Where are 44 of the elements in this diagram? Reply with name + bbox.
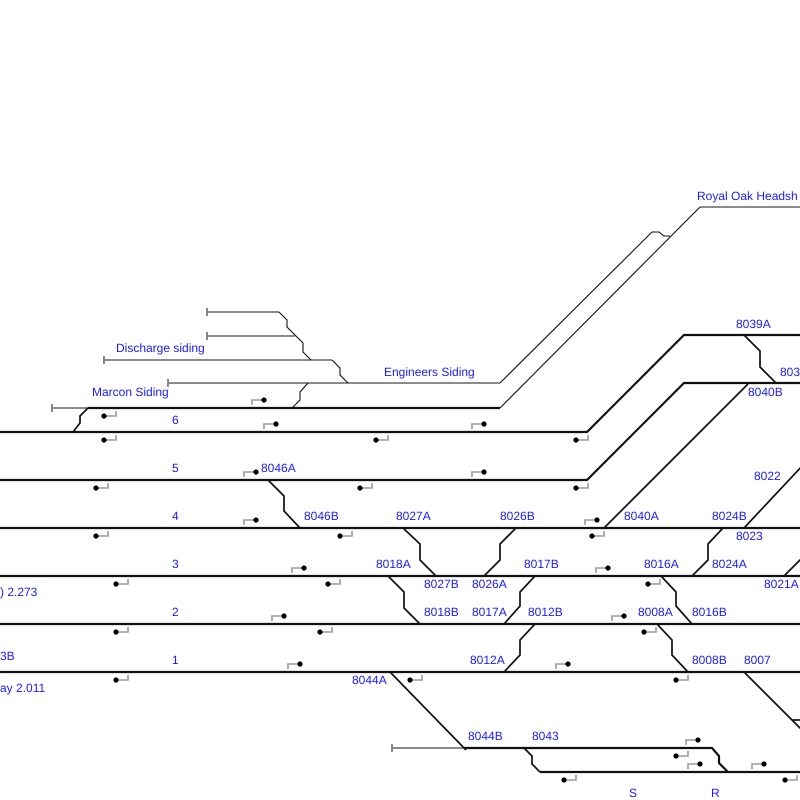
point-number: 8016A: [644, 557, 679, 571]
point-number: 8024A: [712, 557, 747, 571]
point-number: 8012B: [528, 605, 563, 619]
point-number: 8023: [736, 529, 763, 543]
point-number: 8026B: [500, 509, 535, 523]
point-number: 8044B: [468, 729, 503, 743]
point-number: 8017B: [524, 557, 559, 571]
point-number: 8043: [532, 729, 559, 743]
point-number: 8016B: [692, 605, 727, 619]
point-number: 8012A: [470, 653, 505, 667]
point-number: 8044A: [352, 673, 387, 687]
point-number: 8008A: [638, 605, 673, 619]
point-number: 3B: [0, 649, 15, 663]
siding-name: Royal Oak Headsh: [697, 189, 798, 203]
point-number: 8022: [754, 469, 781, 483]
point-number: 8024B: [712, 509, 747, 523]
point-number: 8008B: [692, 653, 727, 667]
point-number: 8007: [744, 653, 771, 667]
point-number: 8017A: [472, 605, 507, 619]
point-number: 8021A: [764, 577, 799, 591]
label-text: S: [629, 786, 638, 800]
track-number: 3: [172, 557, 179, 571]
point-number: 8027B: [424, 577, 459, 591]
track-number: 2: [172, 605, 179, 619]
track-number: 6: [172, 413, 179, 427]
track-number: 4: [172, 509, 179, 523]
point-number: 8046B: [304, 509, 339, 523]
track-number: 5: [172, 461, 179, 475]
point-number: 8040A: [624, 509, 659, 523]
siding-name: Engineers Siding: [384, 365, 475, 379]
point-number: 8026A: [472, 577, 507, 591]
siding-name: Marcon Siding: [92, 385, 169, 399]
mileage-text: ) 2.273: [0, 585, 38, 599]
point-number: 8046A: [261, 461, 296, 475]
point-number: 8040B: [748, 385, 783, 399]
point-number: 8018A: [376, 557, 411, 571]
point-number: 8039A: [736, 317, 771, 331]
label-text: R: [711, 786, 720, 800]
point-number: 8027A: [396, 509, 431, 523]
track-number: 1: [172, 653, 179, 667]
point-number: 8018B: [424, 605, 459, 619]
point-number: 803: [780, 365, 800, 379]
siding-name: Discharge siding: [116, 341, 205, 355]
mileage-text: ay 2.011: [0, 681, 46, 695]
